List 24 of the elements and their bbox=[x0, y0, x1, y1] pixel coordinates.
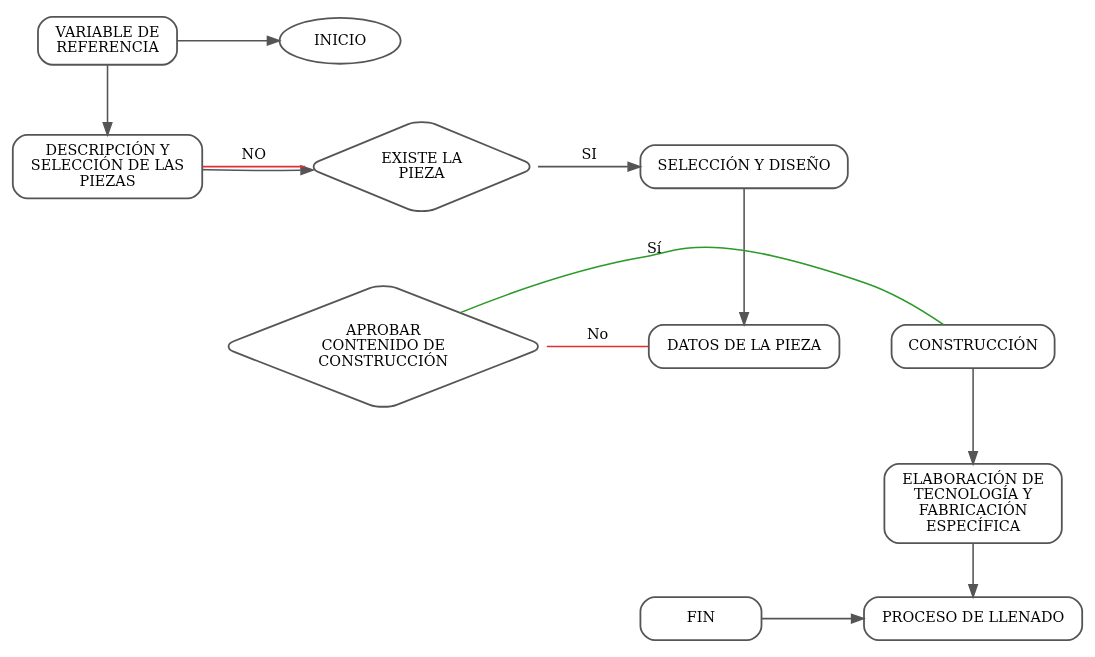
connector bbox=[546, 345, 650, 348]
arrow bbox=[201, 164, 316, 176]
edge-label: No bbox=[586, 325, 609, 342]
arrow bbox=[967, 367, 979, 467]
node-box: CONSTRUCCIÓN bbox=[890, 324, 1056, 369]
arrow bbox=[176, 35, 282, 47]
node-box: PROCESO DE LLENADO bbox=[863, 596, 1084, 642]
arrow bbox=[537, 161, 643, 172]
arrow bbox=[967, 542, 979, 600]
arrow bbox=[738, 187, 750, 328]
node-box: DESCRIPCIÓN Y SELECCIÓN DE LAS PIEZAS bbox=[11, 134, 204, 200]
node-box: ELABORACIÓN DE TECNOLOGÍA Y FABRICACIÓN ESPECÍFICA bbox=[883, 463, 1063, 544]
connector bbox=[201, 165, 306, 168]
node-box: VARIABLE DE REFERENCIA bbox=[37, 15, 178, 66]
edge-label: SI bbox=[581, 145, 597, 162]
edge-label: Sí bbox=[646, 239, 662, 256]
node-box: FIN bbox=[639, 596, 763, 642]
edge-label: NO bbox=[241, 145, 266, 162]
arrow bbox=[102, 64, 113, 138]
arrow bbox=[760, 613, 866, 624]
node-box: SELECCIÓN Y DISEÑO bbox=[639, 144, 849, 190]
node-box: DATOS DE LA PIEZA bbox=[647, 324, 841, 369]
node-ellipse: INICIO bbox=[278, 16, 402, 65]
connector bbox=[459, 246, 945, 326]
